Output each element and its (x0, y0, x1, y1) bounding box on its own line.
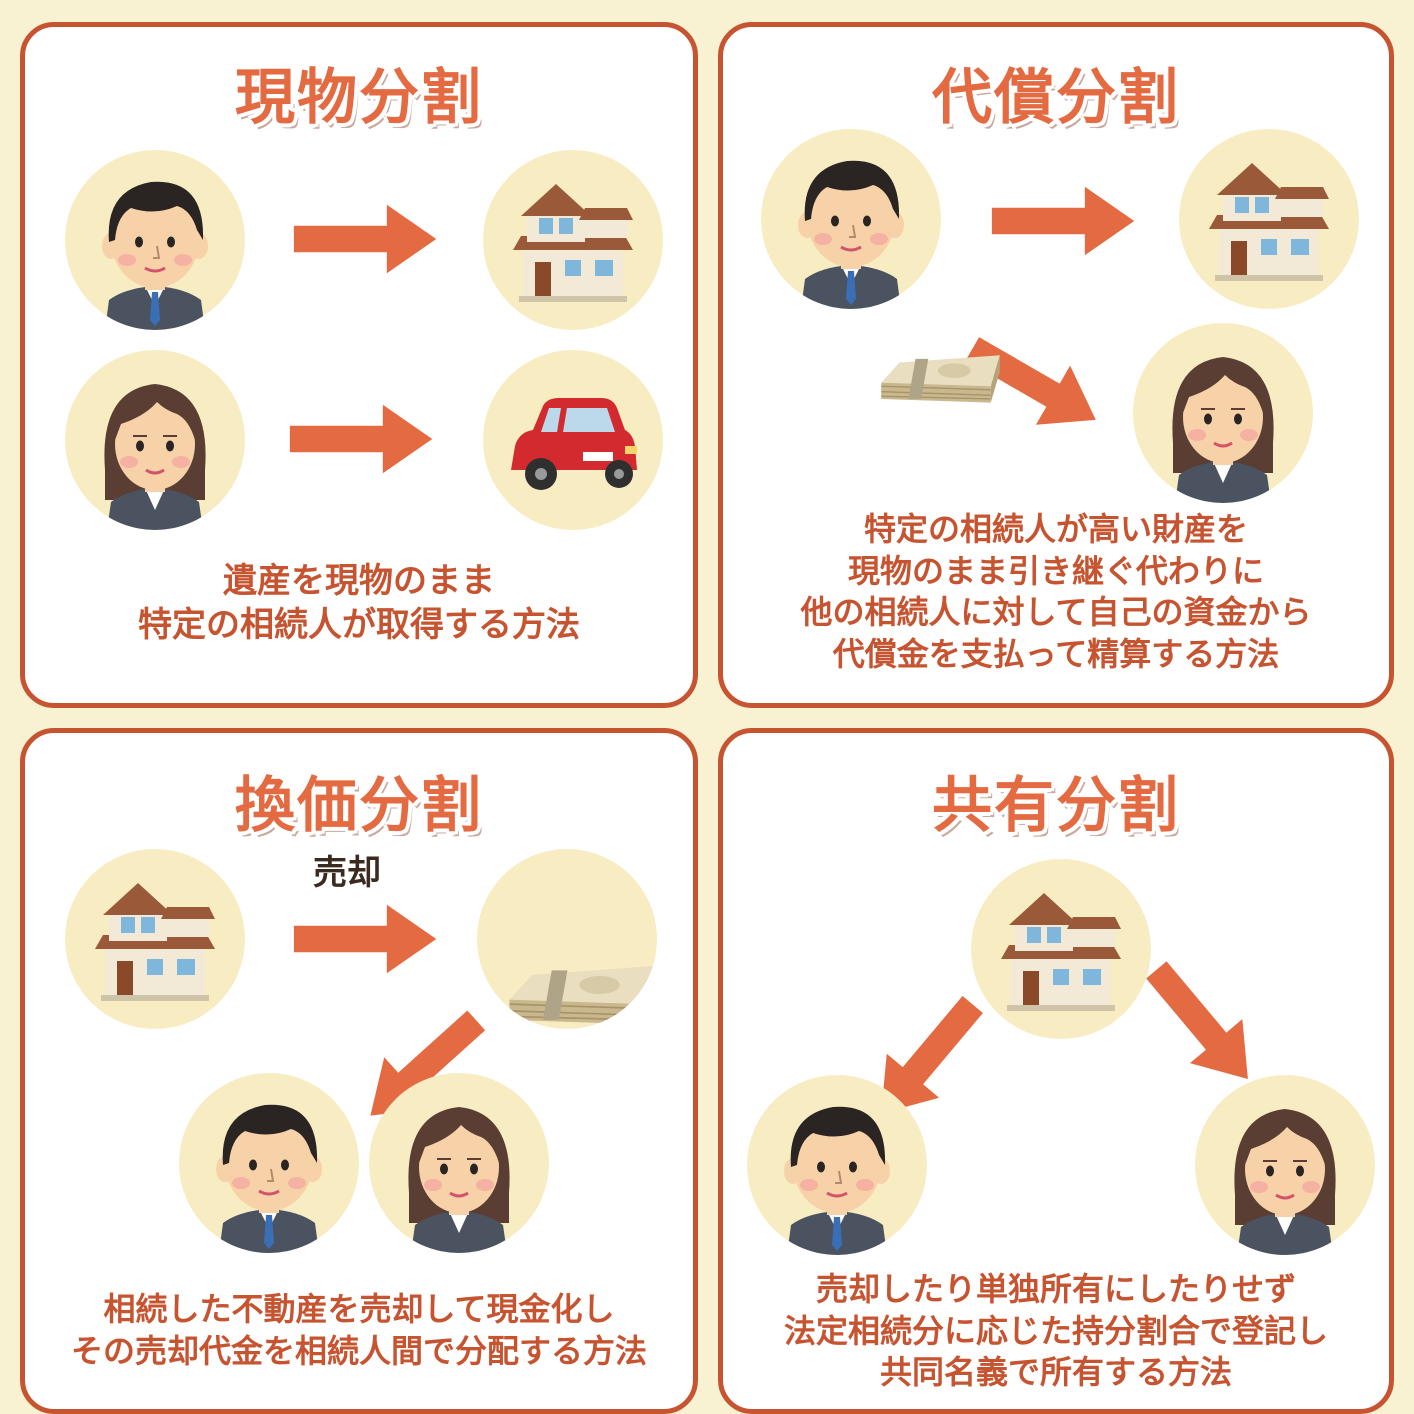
house-circle (1179, 129, 1359, 309)
woman-circle (1195, 1075, 1375, 1255)
panel-description: 特定の相続人が高い財産を 現物のまま引き継ぐ代わりに 他の相続人に対して自己の資… (723, 509, 1389, 675)
man-circle (179, 1073, 359, 1253)
desc-line: 売却したり単独所有にしたりせず (815, 1270, 1296, 1308)
woman-circle (65, 350, 245, 530)
desc-line: その売却代金を相続人間で分配する方法 (70, 1331, 647, 1370)
man-circle (747, 1075, 927, 1255)
sale-label: 売却 (313, 853, 381, 893)
desc-line: 法定相続分に応じた持分割合で登記し (783, 1311, 1328, 1350)
desc-line: 現物のまま引き継ぐ代わりに (847, 551, 1264, 590)
woman-circle (369, 1073, 549, 1253)
arrow-icon (291, 201, 439, 277)
car-circle (483, 350, 663, 530)
arrow-icon (287, 401, 435, 477)
panel-genbutsu: 現物分割 遺産を現物のまま 特定の相続人が取得する方法 (20, 22, 698, 708)
man-circle (761, 129, 941, 309)
desc-line: 遺産を現物のまま (223, 561, 495, 601)
house-circle (971, 859, 1151, 1039)
house-circle (65, 849, 245, 1029)
money-circle (477, 849, 657, 1029)
panel-description: 相続した不動産を売却して現金化し その売却代金を相続人間で分配する方法 (25, 1289, 693, 1372)
arrow-icon (291, 901, 439, 977)
man-circle (65, 150, 245, 330)
panel-title: 共有分割 (932, 771, 1180, 841)
money-stack-icon (477, 849, 657, 1029)
man-icon (747, 1075, 927, 1255)
house-icon (483, 150, 663, 330)
desc-line: 相続した不動産を売却して現金化し (103, 1290, 615, 1328)
man-icon (761, 129, 941, 309)
panel-kanka: 換価分割 売却 相続した不動産を売却して現金化し その売却代金を相続人間で分配す… (20, 728, 698, 1414)
panel-title: 現物分割 (235, 63, 483, 133)
desc-line: 他の相続人に対して自己の資金から (800, 593, 1312, 632)
woman-icon (1195, 1075, 1375, 1255)
man-icon (179, 1073, 359, 1253)
panel-description: 遺産を現物のまま 特定の相続人が取得する方法 (25, 559, 693, 647)
desc-line: 特定の相続人が高い財産を (863, 510, 1248, 548)
woman-icon (369, 1073, 549, 1253)
panel-description: 売却したり単独所有にしたりせず 法定相続分に応じた持分割合で登記し 共同名義で所… (723, 1269, 1389, 1394)
panel-title: 代償分割 (932, 63, 1180, 133)
house-icon (1179, 129, 1359, 309)
panel-kyoyu: 共有分割 売却したり単独所有にしたりせず 法定相続分に応じた持分割合で登記し 共… (718, 728, 1394, 1414)
woman-icon (1133, 323, 1313, 503)
money-stack-icon (863, 345, 1009, 411)
panel-title: 換価分割 (235, 771, 483, 841)
desc-line: 代償金を支払って精算する方法 (832, 634, 1280, 673)
desc-line: 共同名義で所有する方法 (879, 1353, 1232, 1392)
house-circle (483, 150, 663, 330)
desc-line: 特定の相続人が取得する方法 (138, 605, 580, 646)
panel-daisho: 代償分割 特定の相続人が高い財産を 現物のまま引き継ぐ代わりに 他の相続人に対し… (718, 22, 1394, 708)
house-icon (65, 849, 245, 1029)
arrow-icon (989, 183, 1137, 259)
house-icon (971, 859, 1151, 1039)
woman-circle (1133, 323, 1313, 503)
car-icon (483, 350, 663, 530)
woman-icon (65, 350, 245, 530)
man-icon (65, 150, 245, 330)
